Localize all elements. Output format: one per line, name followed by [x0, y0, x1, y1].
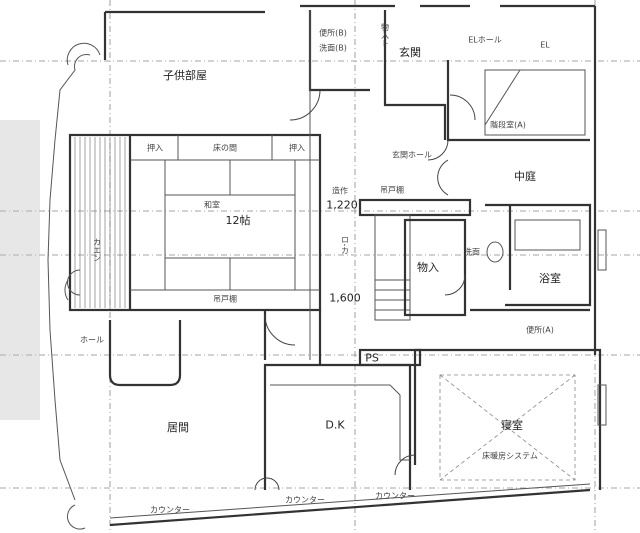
- counter-label: カウンター: [285, 495, 325, 505]
- room-oshiire-right: 押入: [289, 143, 305, 153]
- engawa-hatch: [74, 137, 126, 308]
- room-washitsu-size: 12帖: [225, 214, 251, 227]
- room-closet-top: 物入ト: [380, 23, 390, 47]
- room-toilet-a: 便所(A): [526, 325, 554, 335]
- cabinet-note-washitsu: 吊戸棚: [213, 294, 237, 304]
- room-washroom-b: 洗面(B): [319, 43, 347, 53]
- room-corridor: ロ-カ: [340, 235, 350, 255]
- scan-shadow: [0, 120, 40, 420]
- dimension-1600: 1,600: [329, 291, 361, 305]
- cabinet-note-top: 吊戸棚: [380, 185, 404, 195]
- room-bedroom: 寝室: [501, 419, 523, 432]
- room-el-hall: ELホール: [468, 35, 502, 45]
- counter-label: カウンター: [150, 505, 190, 515]
- doors: [254, 89, 476, 491]
- room-entrance: 玄関: [399, 46, 421, 59]
- room-living: 居間: [167, 421, 189, 434]
- dimension-note: 造作: [332, 186, 348, 196]
- bay-windows: [47, 42, 607, 530]
- room-bathroom: 浴室: [539, 272, 561, 285]
- room-hall: ホール: [80, 335, 104, 345]
- room-washroom: 洗面: [464, 247, 480, 257]
- room-washitsu: 和室: [204, 200, 220, 210]
- room-courtyard: 中庭: [514, 170, 536, 183]
- room-entrance-hall: 玄関ホール: [392, 150, 432, 160]
- room-kids-room: 子供部屋: [163, 69, 207, 82]
- room-stair-a: 階段室(A): [490, 120, 526, 130]
- floor-heating-note: 床暖房システム: [482, 451, 538, 461]
- room-tokonoma: 床の間: [213, 143, 237, 153]
- room-ps: PS: [365, 351, 379, 365]
- room-el: EL: [540, 40, 550, 50]
- counter-label: カウンター: [375, 491, 415, 501]
- dimension-1220: 1,220: [326, 198, 358, 212]
- room-oshiire-left: 押入: [147, 143, 163, 153]
- room-dk: D.K: [325, 418, 345, 432]
- room-storage: 物入: [417, 261, 439, 274]
- room-toilet-b: 便所(B): [319, 28, 347, 38]
- room-engawa: カエン: [92, 238, 102, 262]
- walls: [68, 4, 602, 527]
